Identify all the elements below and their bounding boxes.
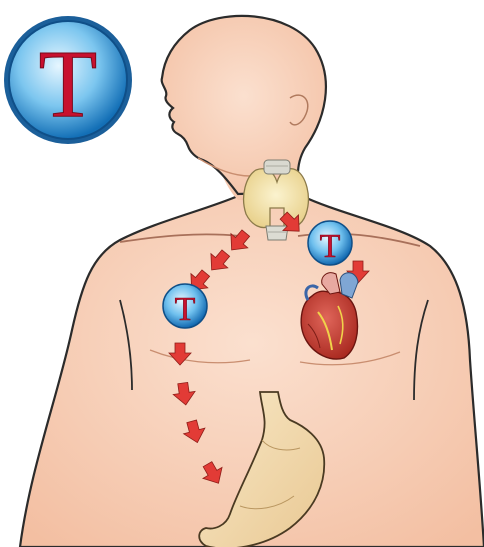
hormone-badge-right: T bbox=[308, 221, 352, 265]
badge-large-letter: T bbox=[39, 30, 98, 137]
heart bbox=[301, 273, 358, 359]
head bbox=[162, 16, 326, 194]
hormone-badge-large: T bbox=[4, 16, 132, 144]
hormone-badge-left: T bbox=[163, 284, 207, 328]
badge-right-letter: T bbox=[320, 228, 341, 265]
badge-left-letter: T bbox=[175, 291, 196, 328]
